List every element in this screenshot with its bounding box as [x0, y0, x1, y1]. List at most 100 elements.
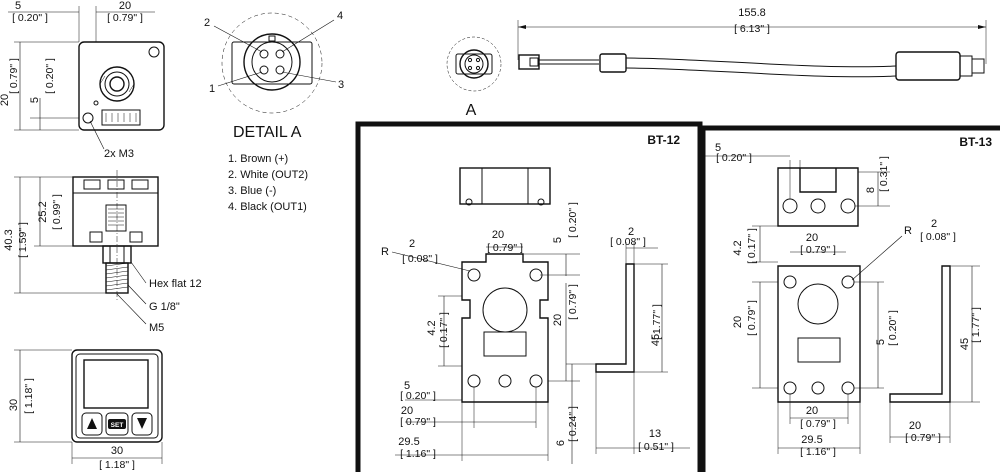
bt12-dim-20-top-in: [ 0.79" ] [487, 242, 523, 254]
bt13-dim-45: 45 [959, 338, 971, 350]
dim-left-20: 20 [0, 94, 11, 106]
bt13-top-view [777, 167, 859, 227]
dim-left-20-in: [ 0.79" ] [8, 58, 20, 94]
bt12-dim-29-5-in: [ 1.16" ] [400, 448, 436, 460]
bt12-dim-20-right-in: [ 0.79" ] [567, 284, 579, 320]
label-thread-g: G 1/8" [149, 301, 180, 313]
bt12-r-label: R [381, 246, 389, 258]
bt12-title: BT-12 [647, 133, 680, 147]
pin-label-1: 1 [209, 83, 215, 95]
bt12-dim-45-in: [ 1.77" ] [651, 304, 663, 340]
top-view-body [78, 41, 165, 131]
bt13-dim-4-2: 4.2 [732, 240, 744, 255]
dim-top-20: 20 [119, 0, 131, 12]
detail-a-boundary [221, 12, 323, 114]
connector-face [243, 33, 301, 91]
bt13-r-value-in: [ 0.08" ] [920, 231, 956, 243]
pin-1 [259, 65, 269, 75]
bt12-dim-13: 13 [649, 428, 661, 440]
dim-25-2-in: [ 0.99" ] [51, 194, 63, 230]
bt13-dim-20-bottom-in: [ 0.79" ] [800, 418, 836, 430]
bt12-frame [355, 121, 703, 472]
bt12-dim-5-bottom: 5 [404, 380, 410, 392]
bt12-dim-45: 45 [650, 334, 662, 346]
bt12-panel: BT-12 R 2 [ 0.08" ] 20 [ 0.79" ] 5 [ 0.2… [381, 133, 690, 464]
bt12-dim-20-bottom: 20 [401, 405, 413, 417]
bt12-bracket [461, 253, 549, 403]
bt13-side-profile [889, 265, 951, 403]
pin-2 [259, 49, 269, 59]
bt13-dim-20-top: 20 [806, 232, 818, 244]
bt12-dim-4-2-in: [ 0.17" ] [438, 312, 450, 348]
cable-connector [895, 51, 961, 81]
mount-hole-top-right [148, 46, 160, 58]
pin-label-3: 3 [338, 79, 344, 91]
set-key [105, 412, 129, 436]
bt12-dim-2-side: 2 [628, 226, 634, 238]
pinout-3: 3. Blue (-) [228, 185, 276, 197]
bt13-dim-20-side: 20 [909, 420, 921, 432]
pin-3 [275, 65, 285, 75]
bt12-dim-13-in: [ 0.51" ] [638, 441, 674, 453]
bt12-dim-6-in: [ 0.24" ] [567, 406, 579, 442]
cable-plug [518, 54, 540, 70]
bt12-dim-5-right-in: [ 0.20" ] [567, 202, 579, 238]
cable-assembly: A 155.8 [ 6.13" ] [446, 7, 987, 119]
bt13-panel: BT-13 5 [ 0.20" ] 8 [ 0.31" ] 4.2 [ 0.17… [705, 135, 992, 458]
dim-top-5: 5 [15, 0, 21, 12]
bt12-dim-6: 6 [555, 440, 567, 446]
bt13-dim-45-in: [ 1.77" ] [970, 307, 982, 343]
mount-hole-bottom-left [82, 112, 94, 124]
pinout-2: 2. White (OUT2) [228, 169, 308, 181]
bt13-dim-8: 8 [865, 187, 877, 193]
detail-title: DETAIL A [233, 124, 302, 141]
pinout-1: 1. Brown (+) [228, 153, 288, 165]
down-key [131, 412, 153, 436]
bt12-dim-2-side-in: [ 0.08" ] [610, 236, 646, 248]
bt12-top-view [459, 167, 551, 205]
bt12-dim-5-right: 5 [552, 237, 564, 243]
triangle-up-icon [87, 418, 97, 429]
bt13-dim-5-top: 5 [715, 142, 721, 154]
bt13-dim-4-2-in: [ 0.17" ] [746, 228, 758, 264]
bt12-dim-4-2: 4.2 [426, 320, 438, 335]
label-thread-m5: M5 [149, 322, 164, 334]
bt13-r-value: 2 [931, 218, 937, 230]
dim-left-5-in: [ 0.20" ] [44, 58, 56, 94]
bt13-dim-5-right-in: [ 0.20" ] [887, 310, 899, 346]
dim-front-30-v: 30 [8, 399, 20, 411]
bt13-dim-8-in: [ 0.31" ] [878, 156, 890, 192]
bt13-dim-29-5-in: [ 1.16" ] [800, 446, 836, 458]
detail-a: 2 4 1 3 DETAIL A 1. Brown (+) 2. White (… [204, 10, 344, 213]
label-hex-flat: Hex flat 12 [149, 278, 202, 290]
bt12-dim-20-right: 20 [552, 314, 564, 326]
sensor-top-view: 5 [ 0.20" ] 20 [ 0.79" ] 20 [ 0.79" ] 5 … [0, 0, 165, 160]
bt13-dim-5-right: 5 [875, 339, 887, 345]
bt13-dim-20-left-in: [ 0.79" ] [746, 300, 758, 336]
label-mount-holes: 2x M3 [104, 148, 134, 160]
set-key-label: SET [111, 422, 124, 429]
dim-left-5: 5 [29, 97, 41, 103]
bt12-dim-5-bottom-in: [ 0.20" ] [400, 390, 436, 402]
dim-top-5-in: [ 0.20" ] [12, 12, 48, 24]
pin-label-2: 2 [204, 17, 210, 29]
bt13-dim-5-top-in: [ 0.20" ] [716, 152, 752, 164]
bt13-dim-20-top-in: [ 0.79" ] [800, 244, 836, 256]
detail-ref-a: A [466, 102, 477, 119]
pin-label-4: 4 [337, 10, 343, 22]
pin-4 [275, 49, 285, 59]
bt12-side-profile [595, 263, 635, 373]
up-key [81, 412, 103, 436]
side-view-body [72, 176, 159, 247]
dim-40-3-in: [ 1.59" ] [17, 222, 29, 258]
bt13-dim-29-5: 29.5 [801, 434, 822, 446]
bt13-r-label: R [904, 225, 912, 237]
top-view-connector [101, 109, 141, 126]
front-view-body [71, 349, 163, 443]
sensor-front-view: SET 30 [ 1.18" ] 30 [ 1.18" ] [8, 349, 163, 471]
bt13-dim-20-side-in: [ 0.79" ] [905, 432, 941, 444]
bt13-title: BT-13 [959, 135, 992, 149]
dim-front-30-v-in: [ 1.18" ] [23, 378, 35, 414]
cable-sleeve [599, 53, 627, 73]
dim-top-20-in: [ 0.79" ] [107, 12, 143, 24]
